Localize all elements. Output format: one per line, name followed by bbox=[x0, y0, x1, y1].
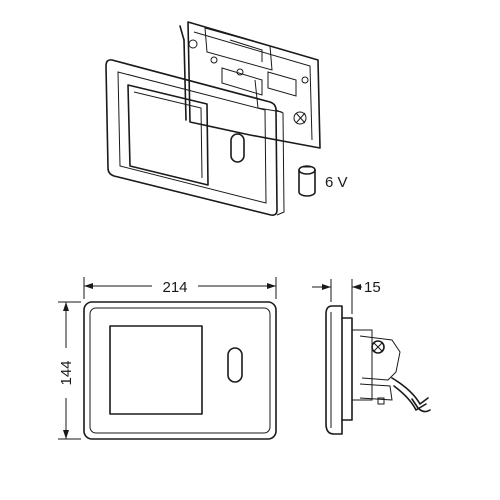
width-dimension bbox=[83, 277, 277, 299]
display-window bbox=[127, 84, 209, 186]
battery bbox=[298, 165, 316, 197]
depth-dimension-label: 15 bbox=[364, 279, 381, 296]
cover-plate bbox=[105, 59, 285, 216]
height-dimension-label: 144 bbox=[58, 360, 75, 385]
front-view bbox=[83, 301, 277, 440]
width-dimension-label: 214 bbox=[162, 279, 187, 296]
sensor-window bbox=[230, 133, 245, 163]
front-sensor-window bbox=[227, 347, 243, 383]
battery-voltage-label: 6 V bbox=[325, 174, 348, 191]
height-dimension bbox=[58, 301, 81, 440]
side-view bbox=[325, 305, 431, 435]
depth-dimension bbox=[312, 279, 362, 314]
front-display-window bbox=[109, 325, 203, 415]
